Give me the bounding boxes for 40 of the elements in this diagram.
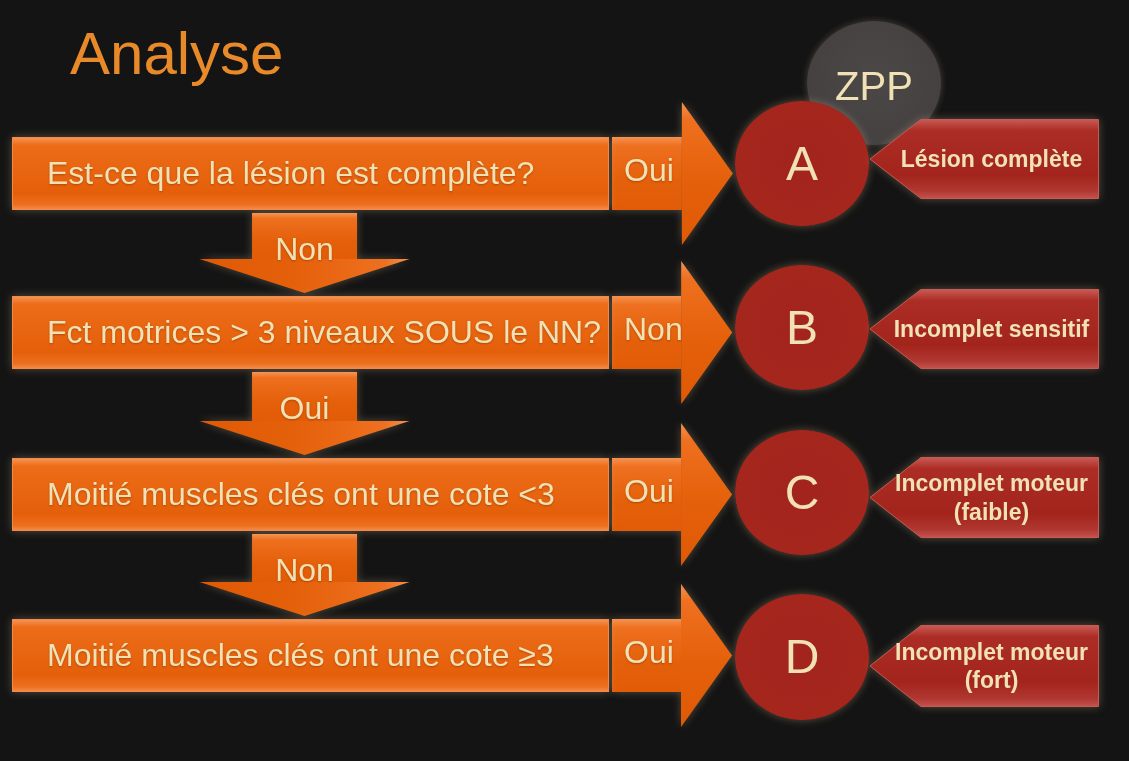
question-box <box>12 619 609 692</box>
question-text: Fct motrices > 3 niveaux SOUS le NN? <box>47 314 601 351</box>
question-text: Est-ce que la lésion est complète? <box>47 155 535 192</box>
grade-circle <box>735 430 869 555</box>
edge-label: Oui <box>624 635 674 668</box>
grade-letter: D <box>784 633 820 681</box>
block-arrow <box>199 372 410 455</box>
edge-label: Oui <box>624 153 674 186</box>
edge-label: Non <box>275 554 334 586</box>
block-arrow <box>612 584 732 727</box>
result-text: Incomplet moteur (fort) <box>894 637 1089 695</box>
zpp-label: ZPP <box>835 66 913 106</box>
edge-label: Non <box>275 233 334 265</box>
question-box <box>12 296 609 369</box>
edge-label: Oui <box>624 474 674 507</box>
block-arrow <box>612 102 733 245</box>
result-text: Lésion complète <box>900 144 1083 173</box>
result-banner <box>870 289 1099 369</box>
result-text: Incomplet moteur (faible) <box>894 469 1089 526</box>
grade-circle <box>735 265 869 390</box>
block-arrow <box>612 423 733 566</box>
grade-circle <box>735 594 869 720</box>
question-text: Moitié muscles clés ont une cote ≥3 <box>47 637 554 674</box>
question-box <box>12 137 609 210</box>
edge-label: Oui <box>279 392 330 424</box>
block-arrow <box>612 261 733 404</box>
question-text: Moitié muscles clés ont une cote <3 <box>47 476 555 513</box>
grade-circle <box>735 101 869 226</box>
question-box <box>12 458 609 531</box>
result-text: Incomplet sensitif <box>893 314 1090 343</box>
block-arrow <box>199 213 410 293</box>
result-banner <box>870 119 1099 199</box>
grade-letter: B <box>786 303 818 352</box>
grade-letter: C <box>784 468 820 517</box>
edge-label: Non <box>624 312 683 345</box>
block-arrow <box>199 534 410 616</box>
grade-letter: A <box>786 139 818 188</box>
result-banner <box>870 625 1099 707</box>
title: Analyse <box>70 24 284 84</box>
result-banner <box>870 457 1099 538</box>
